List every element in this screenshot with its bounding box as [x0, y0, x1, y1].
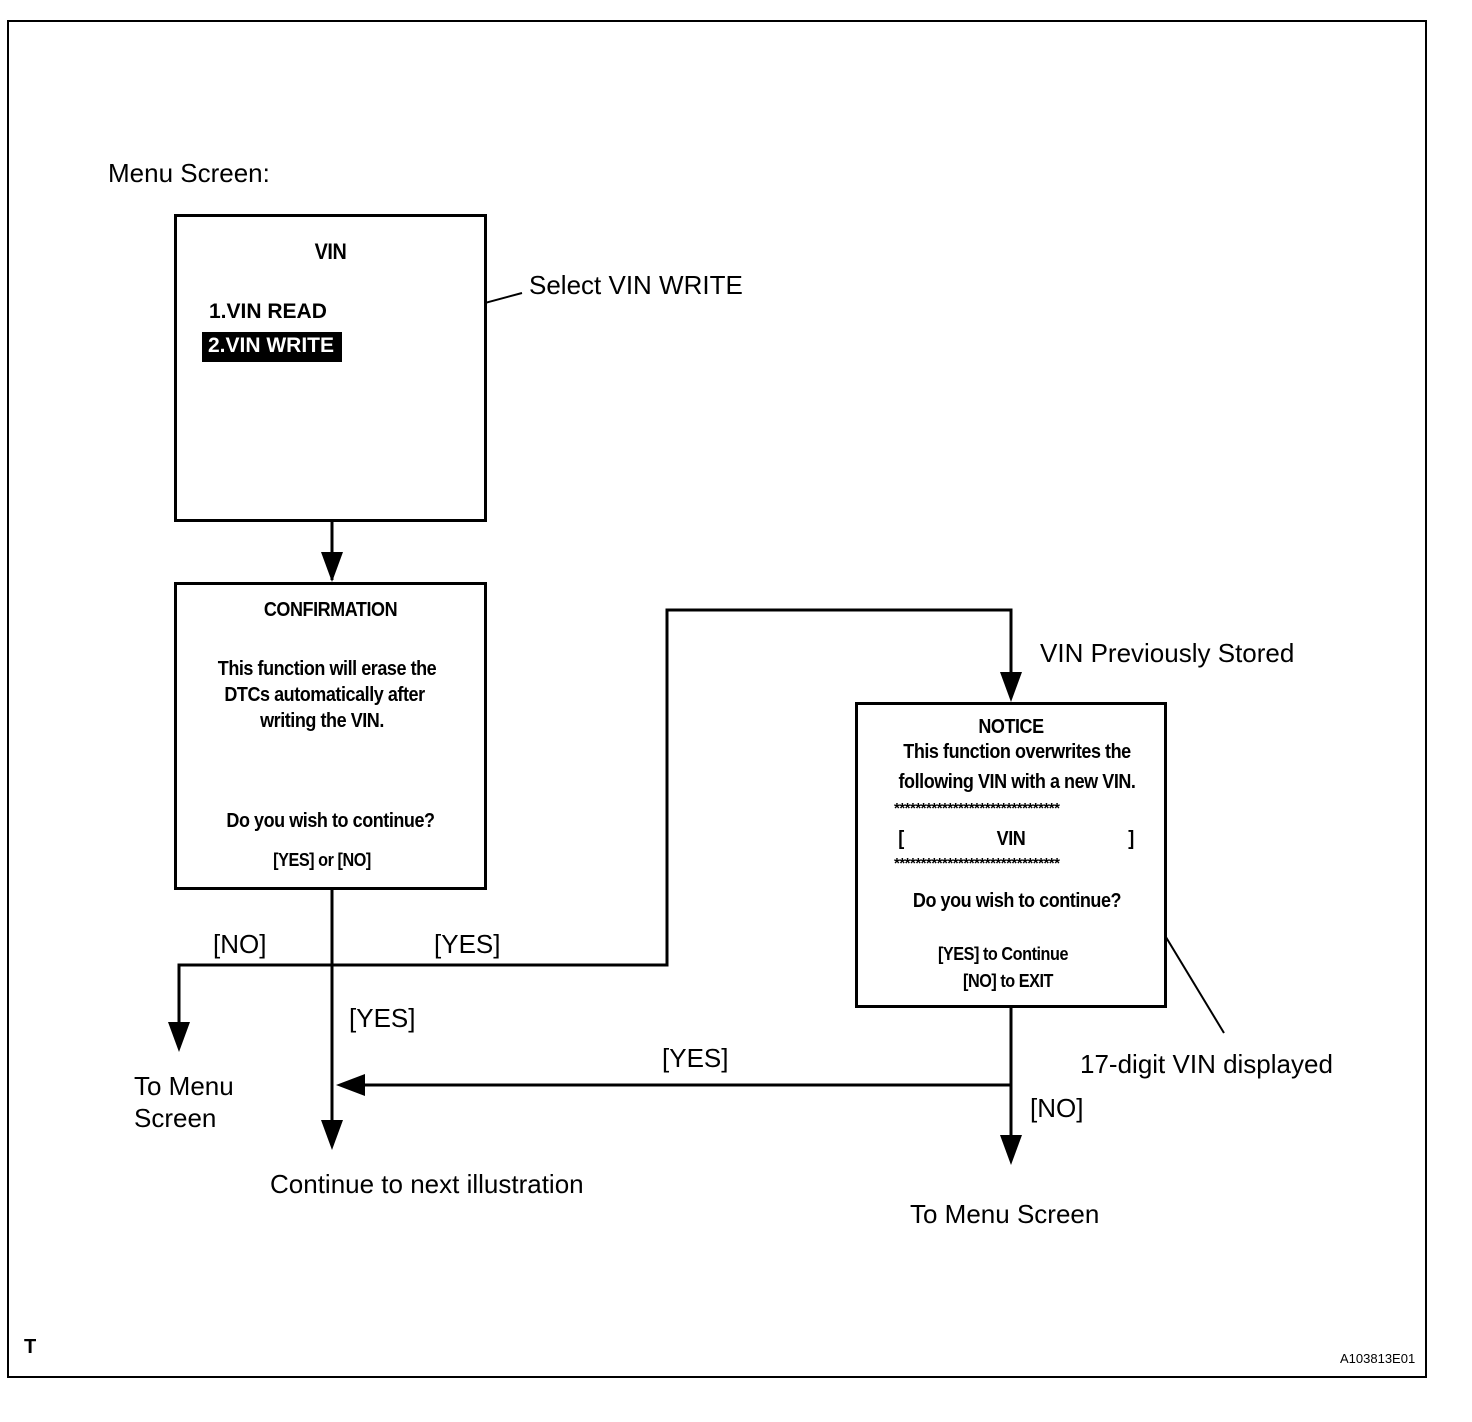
label-no-left: [NO]	[213, 929, 267, 959]
notice-stars-bottom: *******************************	[894, 855, 1060, 872]
label-yes-return: [YES]	[662, 1043, 729, 1073]
label-no-right: [NO]	[1030, 1093, 1084, 1123]
arrow-head-notice	[1000, 672, 1022, 702]
confirmation-screen: CONFIRMATION This function will erase th…	[174, 582, 487, 890]
line-yes-to-notice	[332, 608, 1013, 967]
notice-screen: NOTICE This function overwrites the foll…	[855, 702, 1167, 1008]
notice-stars-top: *******************************	[894, 800, 1060, 817]
arrow-head-return	[336, 1074, 365, 1096]
label-to-menu-left-line2: Screen	[134, 1103, 217, 1133]
figure-code: A103813E01	[1340, 1351, 1416, 1366]
label-yes-to-notice: [YES]	[434, 929, 501, 959]
notice-title: NOTICE	[978, 716, 1044, 738]
notice-line-1: This function overwrites the	[903, 741, 1131, 763]
menu-item-vin-write-selected: 2.VIN WRITE	[202, 332, 343, 362]
notice-bracket-open: [	[898, 828, 904, 850]
arrow-head-continue	[321, 1120, 343, 1150]
label-to-menu-left-line1: To Menu	[134, 1071, 234, 1101]
confirmation-question: Do you wish to continue?	[226, 810, 435, 832]
figure-frame	[7, 20, 1427, 1378]
arrow-head-confirmation	[321, 552, 343, 582]
notice-line-2: following VIN with a new VIN.	[898, 771, 1136, 793]
vin-menu-screen: VIN 1.VIN READ 2.VIN WRITE	[174, 214, 487, 522]
line-no-left	[177, 963, 332, 1025]
corner-mark: T	[24, 1336, 37, 1358]
label-continue-next-illustration: Continue to next illustration	[270, 1169, 584, 1199]
label-to-menu-right: To Menu Screen	[910, 1199, 1100, 1229]
vin-screen-title: VIN	[314, 239, 347, 264]
confirmation-line-1: This function will erase the	[217, 658, 437, 680]
confirmation-title: CONFIRMATION	[263, 599, 398, 621]
arrow-head-to-menu-left	[168, 1022, 190, 1052]
notice-bracket-close: ]	[1128, 828, 1134, 850]
confirmation-choices: [YES] or [NO]	[273, 850, 371, 870]
arrow-head-to-menu-right	[1000, 1135, 1022, 1165]
confirmation-line-2: DTCs automatically after	[224, 684, 425, 706]
label-yes-down: [YES]	[349, 1003, 416, 1033]
notice-no-exit: [NO] to EXIT	[963, 971, 1053, 991]
label-17-digit-vin: 17-digit VIN displayed	[1080, 1049, 1333, 1079]
callout-select-vin-write: Select VIN WRITE	[529, 270, 743, 300]
notice-question: Do you wish to continue?	[912, 890, 1122, 912]
label-vin-previously-stored: VIN Previously Stored	[1040, 638, 1295, 668]
notice-yes-continue: [YES] to Continue	[937, 944, 1069, 964]
menu-item-vin-read: 1.VIN READ	[209, 300, 327, 323]
confirmation-line-3: writing the VIN.	[260, 710, 384, 732]
menu-screen-heading: Menu Screen:	[108, 158, 270, 188]
notice-vin-placeholder: VIN	[996, 828, 1026, 850]
